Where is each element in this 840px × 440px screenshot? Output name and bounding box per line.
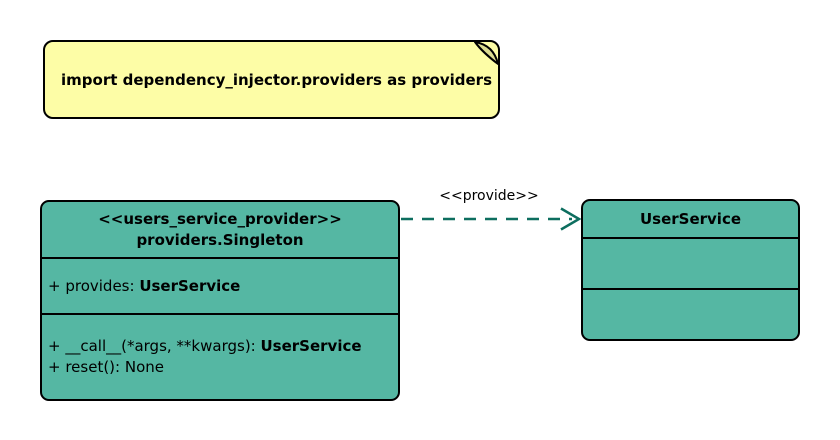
class-name: providers.Singleton (136, 230, 304, 249)
import-note-text: import dependency_injector.providers as … (61, 70, 493, 89)
class-providers-singleton-attributes: + provides: UserService (42, 257, 398, 313)
attribute-provides-prefix: + provides: (48, 276, 140, 295)
import-note: import dependency_injector.providers as … (43, 40, 500, 119)
attribute-provides-type: UserService (139, 276, 241, 295)
note-fold-corner-icon (474, 41, 499, 65)
class-userservice: UserService (581, 199, 800, 341)
method-reset: + reset(): None (42, 357, 398, 378)
method-reset-prefix: + reset(): None (48, 358, 164, 376)
method-call-prefix: + __call__(*args, **kwargs): (48, 337, 261, 355)
class-userservice-header: UserService (583, 201, 798, 237)
class-userservice-attributes (583, 237, 798, 288)
method-call: + __call__(*args, **kwargs): UserService (42, 336, 398, 357)
method-call-type: UserService (260, 337, 362, 355)
class-providers-singleton: <<users_service_provider>> providers.Sin… (40, 200, 400, 401)
class-userservice-methods (583, 288, 798, 339)
class-name: UserService (639, 209, 742, 228)
class-providers-singleton-methods: + __call__(*args, **kwargs): UserService… (42, 313, 398, 399)
provide-arrow-label: <<provide>> (439, 188, 539, 204)
class-stereotype: <<users_service_provider>> (98, 209, 342, 228)
attribute-provides: + provides: UserService (42, 276, 398, 297)
class-providers-singleton-header: <<users_service_provider>> providers.Sin… (42, 202, 398, 257)
